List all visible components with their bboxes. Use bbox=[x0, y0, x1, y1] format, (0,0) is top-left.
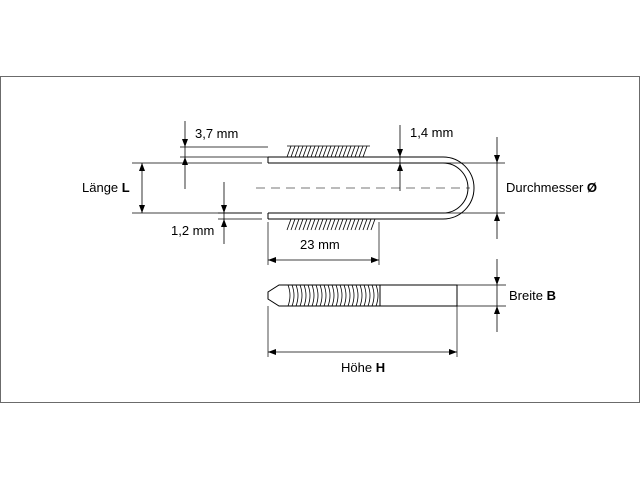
dimension-diameter bbox=[443, 137, 505, 239]
width-label: Breite B bbox=[509, 288, 556, 303]
side-view bbox=[267, 284, 458, 307]
coil-side bbox=[287, 284, 379, 307]
dim-1-2-label: 1,2 mm bbox=[171, 223, 214, 238]
dimension-height bbox=[267, 306, 458, 357]
dim-3-7-label: 3,7 mm bbox=[195, 126, 238, 141]
diameter-label: Durchmesser Ø bbox=[506, 180, 597, 195]
dimension-23 bbox=[267, 222, 380, 265]
length-label: Länge L bbox=[82, 180, 130, 195]
dim-23-label: 23 mm bbox=[300, 237, 340, 252]
coil-bottom bbox=[286, 218, 378, 231]
dim-1-4-label: 1,4 mm bbox=[410, 125, 453, 140]
dimension-1-4 bbox=[397, 125, 403, 191]
height-label: Höhe H bbox=[341, 360, 385, 375]
dimension-length bbox=[132, 162, 262, 214]
dimension-1-2 bbox=[218, 182, 262, 244]
top-view bbox=[256, 145, 475, 231]
coil-top bbox=[286, 145, 370, 158]
dimension-width bbox=[457, 259, 506, 332]
